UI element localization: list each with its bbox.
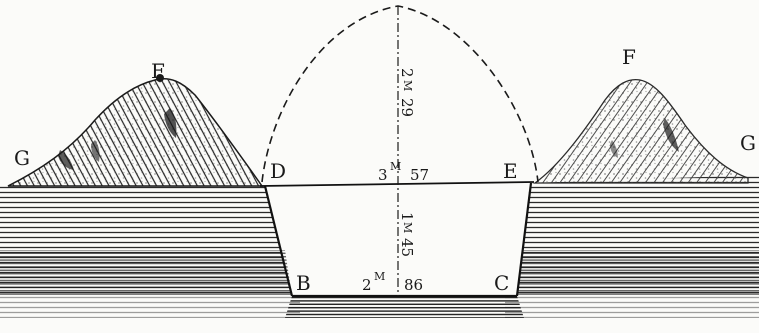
spoil-mound-right: [532, 78, 749, 184]
dimension-depth: 1 M 45: [398, 212, 416, 257]
svg-text:45: 45: [398, 238, 416, 257]
svg-text:57: 57: [410, 166, 429, 184]
label-G-right: G: [740, 131, 756, 155]
svg-text:3: 3: [378, 166, 388, 184]
ground-right: [505, 175, 759, 318]
dimension-top-width: 3 M 57: [378, 160, 429, 184]
canal-bed: [285, 294, 524, 318]
label-G-left: G: [14, 146, 30, 170]
canal-profile: [259, 181, 535, 297]
label-C: C: [494, 271, 509, 295]
water-line-DE: [259, 181, 535, 187]
ground-left: [0, 186, 300, 318]
label-D: D: [270, 159, 286, 183]
label-F-left: F: [151, 59, 165, 83]
svg-text:2: 2: [398, 68, 416, 78]
svg-text:M: M: [401, 222, 414, 233]
svg-text:M: M: [374, 270, 385, 283]
arch-dashed-curve: [261, 5, 539, 183]
dimension-arch-height: 2 M 29: [398, 68, 416, 117]
svg-text:2: 2: [362, 276, 372, 294]
dimension-bottom-width: 2 M 86: [362, 270, 423, 294]
label-B: B: [296, 271, 311, 295]
label-E: E: [503, 159, 518, 183]
svg-text:29: 29: [398, 98, 416, 117]
svg-text:M: M: [390, 160, 401, 173]
svg-text:1: 1: [398, 212, 416, 222]
svg-text:86: 86: [404, 276, 423, 294]
svg-text:M: M: [401, 80, 414, 91]
spoil-mound-left: [7, 74, 264, 187]
label-F-right: F: [622, 45, 636, 69]
